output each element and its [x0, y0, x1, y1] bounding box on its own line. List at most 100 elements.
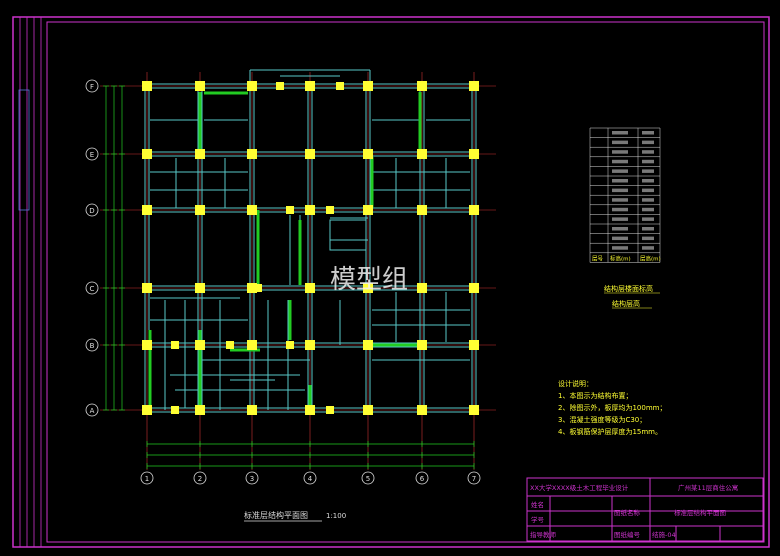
table-footer-label: 层号	[592, 255, 604, 262]
title-project: 广州某11层商住公寓	[678, 483, 738, 492]
table-footer-label: 标高(m)	[610, 254, 631, 262]
table-cell-mark	[642, 131, 654, 135]
table-cell-mark	[612, 198, 628, 202]
column-secondary	[171, 406, 179, 414]
col-axis-bubble	[361, 471, 375, 485]
row-axis-label: E	[90, 151, 94, 159]
row-axis-bubble	[85, 338, 99, 352]
stair-core	[329, 219, 367, 251]
row-axis-label: B	[90, 342, 95, 350]
col-axis-label: 1	[145, 475, 149, 483]
col-axis-label: 6	[420, 475, 425, 483]
col-axis-label: 3	[250, 475, 254, 483]
column	[469, 205, 479, 215]
column	[417, 149, 427, 159]
col-axis-bubble	[193, 471, 207, 485]
table-footer-label: 层高(m)	[640, 254, 661, 262]
column	[417, 205, 427, 215]
column	[469, 149, 479, 159]
columns	[142, 81, 479, 415]
table-caption-2: 结构层高	[612, 299, 640, 308]
column	[469, 340, 479, 350]
column	[195, 81, 205, 91]
column	[305, 81, 315, 91]
table-cell-mark	[612, 236, 628, 241]
beam-layout	[142, 69, 479, 415]
title-number-label: 图纸编号	[614, 530, 641, 539]
column	[305, 149, 315, 159]
col-axis-bubble	[467, 471, 481, 485]
table-caption-1: 结构层楼面标高	[604, 284, 653, 293]
axis-grid	[100, 72, 496, 470]
table-cell-mark	[642, 227, 654, 231]
table-cell-mark	[612, 131, 628, 135]
column	[417, 283, 427, 293]
column-secondary	[326, 206, 334, 214]
column	[142, 149, 152, 159]
column	[305, 405, 315, 415]
column	[142, 283, 152, 293]
column	[305, 205, 315, 215]
column-secondary	[171, 341, 179, 349]
col-axis-bubble	[303, 471, 317, 485]
column	[363, 405, 373, 415]
table-cell-mark	[612, 227, 628, 231]
column	[469, 405, 479, 415]
col-axis-bubble	[245, 471, 259, 485]
plan-title: 标准层结构平面图	[244, 510, 308, 520]
column	[247, 283, 257, 293]
table-cell-mark	[612, 246, 628, 250]
column	[142, 405, 152, 415]
plan-scale: 1:100	[326, 512, 346, 520]
row-axis-bubble	[85, 403, 99, 417]
column-secondary	[286, 206, 294, 214]
table-cell-mark	[612, 140, 628, 145]
column-secondary	[326, 406, 334, 414]
column	[195, 340, 205, 350]
title-school: XX大学XXXX级土木工程毕业设计	[530, 483, 629, 492]
column	[247, 340, 257, 350]
row-axis-bubble	[85, 79, 99, 93]
row-axis-label: D	[89, 207, 94, 215]
outer-frame	[12, 16, 770, 548]
column-secondary	[226, 341, 234, 349]
title-block	[526, 477, 764, 542]
col-axis-bubble	[415, 471, 429, 485]
title-drawing-label: 图纸名称	[614, 508, 641, 517]
row-axis-bubble	[85, 203, 99, 217]
column	[195, 149, 205, 159]
table-cell-mark	[612, 169, 628, 173]
column	[247, 405, 257, 415]
dimension-lines	[103, 85, 475, 469]
col-axis-label: 5	[366, 475, 370, 483]
notes-line-1: 1、本图示为结构布置；	[558, 391, 632, 400]
column-secondary	[286, 341, 294, 349]
table-cell-mark	[642, 150, 654, 154]
title-number-value: 结施-04	[652, 530, 676, 539]
col-axis-label: 7	[472, 475, 476, 483]
column	[142, 340, 152, 350]
title-row-name: 姓名	[531, 500, 544, 509]
title-drawing-name: 标准层结构平面图	[674, 508, 726, 517]
table-cell-mark	[642, 217, 654, 221]
table-cell-mark	[642, 179, 654, 183]
table-cell-mark	[642, 169, 654, 173]
row-axis-label: F	[90, 83, 94, 91]
column	[247, 81, 257, 91]
column	[363, 149, 373, 159]
column	[417, 405, 427, 415]
column	[247, 205, 257, 215]
column	[417, 81, 427, 91]
table-cell-mark	[642, 198, 654, 202]
column	[363, 283, 373, 293]
table-cell-mark	[612, 150, 628, 154]
binding-label-block	[18, 89, 30, 211]
notes-line-3: 3、混凝土强度等级为C30；	[558, 415, 646, 424]
notes-heading: 设计说明：	[558, 379, 593, 388]
column	[363, 205, 373, 215]
table-cell-mark	[642, 140, 654, 145]
column	[195, 205, 205, 215]
column-secondary	[254, 284, 262, 292]
